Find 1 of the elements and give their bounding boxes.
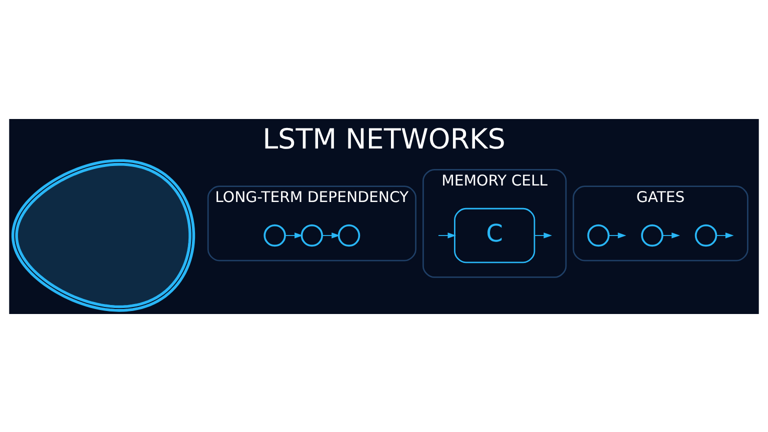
diagram-title: LSTM NETWORKS [262, 122, 506, 156]
